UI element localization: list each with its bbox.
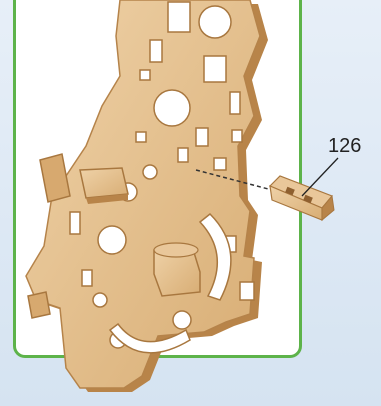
callout-leader [302, 158, 338, 196]
center-spacer-part [154, 243, 200, 296]
part-number-label: 126 [328, 135, 361, 158]
part-126 [270, 176, 334, 220]
bottom-left-foot [28, 292, 50, 318]
